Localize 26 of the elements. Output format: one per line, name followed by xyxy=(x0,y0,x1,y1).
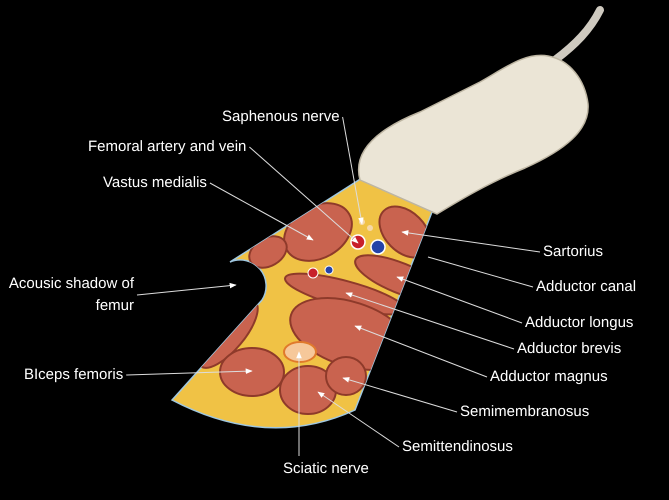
anatomy-label: Semittendinosus xyxy=(402,436,513,458)
anatomy-label: Adductor magnus xyxy=(490,366,608,388)
anatomy-label: Vastus medialis xyxy=(103,172,207,194)
anatomy-label: Sartorius xyxy=(543,241,604,263)
leader-line xyxy=(126,368,253,376)
anatomy-label: BIceps femoris xyxy=(24,364,124,386)
leader-line xyxy=(396,276,522,324)
anatomy-label: Acousic shadow of femur xyxy=(0,273,134,317)
anatomy-label: Adductor brevis xyxy=(517,338,622,360)
leader-line xyxy=(342,116,364,225)
anatomy-label: Semimembranosus xyxy=(460,401,590,423)
leader-line xyxy=(317,392,400,448)
anatomy-label: Adductor longus xyxy=(525,312,634,334)
leader-line xyxy=(296,351,302,456)
leader-line xyxy=(342,377,458,412)
leader-line xyxy=(248,146,359,244)
anatomy-label: Saphenous nerve xyxy=(222,106,340,128)
leader-line xyxy=(136,282,237,296)
anatomy-label: Femoral artery and vein xyxy=(88,136,246,158)
leader-line xyxy=(354,326,488,378)
anatomy-label: Sciatic nerve xyxy=(283,458,369,480)
leader-line xyxy=(209,182,314,240)
leader-line xyxy=(401,230,540,252)
leader-line xyxy=(428,256,534,288)
leader-line xyxy=(345,292,514,350)
anatomy-label: Adductor canal xyxy=(536,276,636,298)
